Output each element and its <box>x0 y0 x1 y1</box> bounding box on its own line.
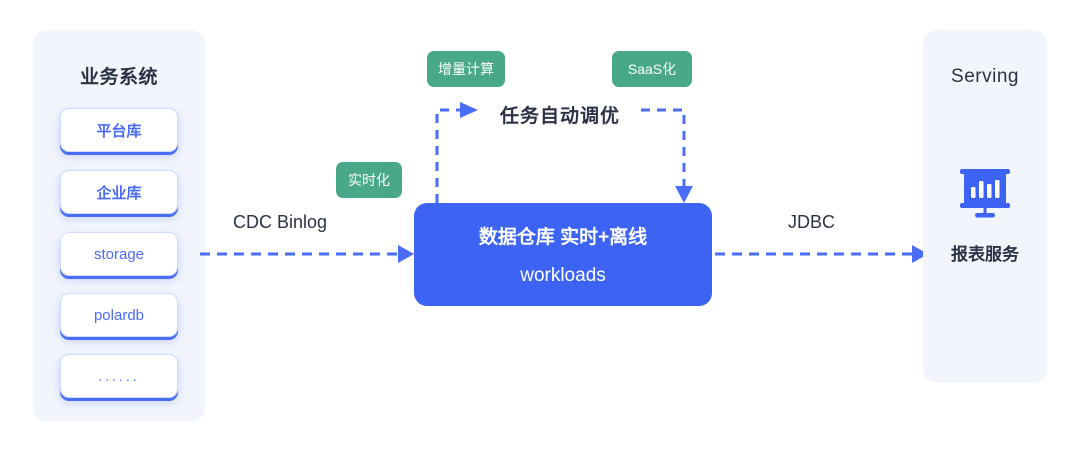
tag-label: 增量计算 <box>438 61 494 77</box>
tag-saas: SaaS化 <box>612 51 692 87</box>
arrow-tuning-out <box>435 102 478 203</box>
tag-label: 实时化 <box>348 172 390 188</box>
db-card-enterprise[interactable]: 企业库 <box>60 170 178 214</box>
left-panel-title: 业务系统 <box>79 67 158 88</box>
arrow-serve <box>715 245 928 263</box>
arrow-tuning-in <box>641 108 693 203</box>
tag-label: SaaS化 <box>627 61 677 77</box>
warehouse-line-2: workloads <box>520 265 606 286</box>
warehouse-line-1: 数据仓库 实时+离线 <box>478 227 648 248</box>
db-card-label: 平台库 <box>96 122 142 140</box>
db-card-platform[interactable]: 平台库 <box>60 108 178 152</box>
arrow-ingest <box>200 245 414 263</box>
data-warehouse-block: 数据仓库 实时+离线 workloads <box>414 203 712 306</box>
flow-label-task-auto-tuning: 任务自动调优 <box>500 106 621 127</box>
tag-incremental-compute: 增量计算 <box>427 51 505 87</box>
right-panel-title: Serving <box>951 66 1019 87</box>
report-service-caption: 报表服务 <box>951 245 1019 264</box>
presentation-bar-chart-icon <box>957 165 1013 221</box>
flow-label-cdc-binlog: CDC Binlog <box>233 212 328 232</box>
db-card-storage[interactable]: storage <box>60 232 178 276</box>
db-card-polardb[interactable]: polardb <box>60 293 178 337</box>
db-card-label: polardb <box>93 306 145 324</box>
db-card-more[interactable]: ...... <box>60 354 178 398</box>
db-card-label: 企业库 <box>96 184 142 202</box>
tag-realtime: 实时化 <box>336 162 402 198</box>
db-card-label: ...... <box>98 368 140 384</box>
db-card-label: storage <box>93 245 145 263</box>
flow-label-jdbc: JDBC <box>788 212 836 232</box>
